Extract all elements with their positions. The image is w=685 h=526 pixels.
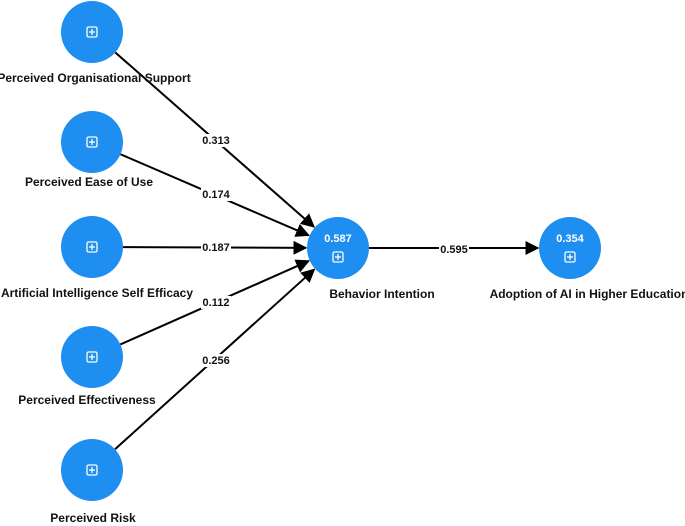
coefficient-label-bg bbox=[439, 243, 469, 256]
construct-node-pr[interactable]: Perceived Risk bbox=[50, 439, 136, 525]
construct-circle[interactable] bbox=[539, 217, 601, 279]
coefficient-label-bg bbox=[201, 134, 231, 147]
path-coefficient-aise-to-bi: 0.187 bbox=[202, 242, 230, 254]
expand-plus-icon[interactable] bbox=[332, 251, 344, 263]
expand-plus-icon[interactable] bbox=[564, 251, 576, 263]
coefficient-label-bg bbox=[201, 296, 231, 309]
construct-label-peu: Perceived Ease of Use bbox=[25, 175, 153, 189]
coefficient-label-bg bbox=[201, 354, 231, 367]
path-coefficient-bi-to-adopt: 0.595 bbox=[440, 244, 468, 256]
edges-layer: 0.313 0.174 0.187 0.112 0.256 0.595 bbox=[114, 51, 540, 450]
coefficient-label-bg bbox=[201, 241, 231, 254]
r-squared-value: 0.354 bbox=[556, 233, 584, 245]
construct-label-pos: Perceived Organisational Support bbox=[0, 71, 191, 85]
path-coefficient-pr-to-bi: 0.256 bbox=[202, 355, 230, 367]
construct-circle[interactable] bbox=[307, 217, 369, 279]
construct-label-pr: Perceived Risk bbox=[50, 511, 136, 525]
construct-node-peu[interactable]: Perceived Ease of Use bbox=[25, 111, 153, 189]
construct-label-aise: Artificial Intelligence Self Efficacy bbox=[1, 286, 193, 300]
construct-node-pos[interactable]: Perceived Organisational Support bbox=[0, 1, 191, 85]
expand-plus-icon[interactable] bbox=[86, 241, 98, 253]
path-coefficient-pe-to-bi: 0.112 bbox=[203, 297, 230, 309]
construct-label-adopt: Adoption of AI in Higher Education bbox=[490, 287, 685, 301]
expand-plus-icon[interactable] bbox=[86, 26, 98, 38]
r-squared-value: 0.587 bbox=[324, 233, 352, 245]
construct-label-bi: Behavior Intention bbox=[329, 287, 434, 301]
expand-plus-icon[interactable] bbox=[86, 351, 98, 363]
path-coefficient-pos-to-bi: 0.313 bbox=[202, 135, 230, 147]
expand-plus-icon[interactable] bbox=[86, 136, 98, 148]
construct-node-aise[interactable]: Artificial Intelligence Self Efficacy bbox=[1, 216, 193, 300]
construct-node-pe[interactable]: Perceived Effectiveness bbox=[18, 326, 156, 407]
construct-label-pe: Perceived Effectiveness bbox=[18, 393, 156, 407]
expand-plus-icon[interactable] bbox=[86, 464, 98, 476]
coefficient-label-bg bbox=[201, 188, 231, 201]
path-coefficient-peu-to-bi: 0.174 bbox=[202, 189, 230, 201]
